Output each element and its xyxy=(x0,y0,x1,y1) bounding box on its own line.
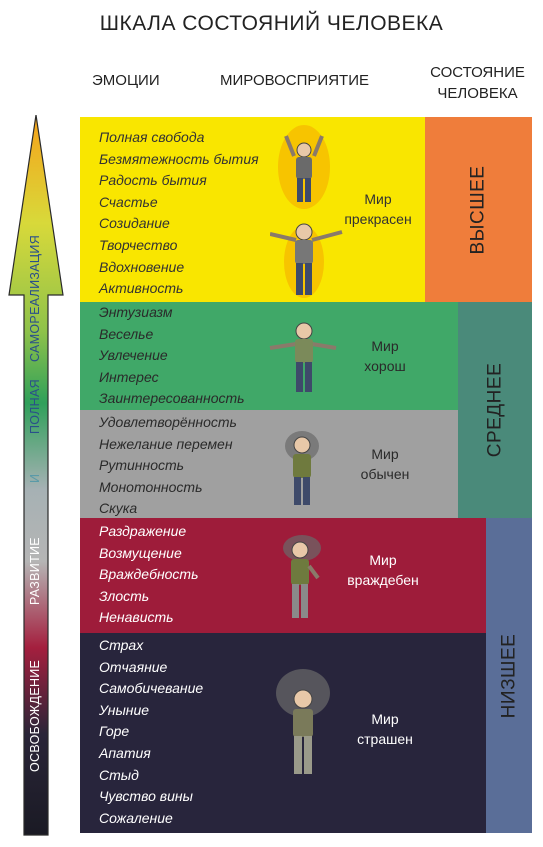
emotion-item: Нежелание перемен xyxy=(99,435,233,452)
emotion-item: Уныние xyxy=(99,701,150,718)
state-middle: СРЕДНЕЕ xyxy=(458,302,532,518)
emotion-item: Полная свобода xyxy=(99,129,205,145)
worldview-line2: прекрасен xyxy=(344,211,412,227)
state-label: ВЫСШЕЕ xyxy=(467,165,489,254)
worldview-line1: Мир xyxy=(371,338,399,354)
emotion-item: Интерес xyxy=(99,368,159,385)
header-state-line1: СОСТОЯНИЕ xyxy=(430,64,525,81)
emotion-item: Страх xyxy=(99,637,144,653)
worldview-line1: Мир xyxy=(364,191,392,207)
page-title: ШКАЛА СОСТОЯНИЙ ЧЕЛОВЕКА xyxy=(99,12,444,35)
state-label: СРЕДНЕЕ xyxy=(484,362,506,458)
emotion-item: Враждебность xyxy=(99,566,199,583)
emotion-item: Отчаяние xyxy=(99,658,168,675)
state-label: НИЗШЕЕ xyxy=(498,633,519,718)
header-emotions: ЭМОЦИИ xyxy=(92,72,160,89)
emotion-item: Монотонность xyxy=(99,478,203,495)
emotion-item: Радость бытия xyxy=(99,172,207,189)
emotion-item: Созидание xyxy=(99,215,170,232)
header-state: СОСТОЯНИЕ ЧЕЛОВЕКА xyxy=(420,62,535,104)
emotion-item: Заинтересованность xyxy=(99,390,245,407)
arrow-label-liberation: ОСВОБОЖДЕНИЕ xyxy=(28,659,42,772)
header-state-line2: ЧЕЛОВЕКА xyxy=(437,85,518,102)
figure-routine-icon xyxy=(285,431,319,505)
arrow-label-and: И xyxy=(28,473,42,483)
state-lowest: НИЗШЕЕ xyxy=(486,518,532,833)
emotion-item: Скука xyxy=(99,500,138,517)
worldview-line2: враждебен xyxy=(347,572,419,588)
worldview-label: Мир хорош xyxy=(345,336,425,376)
emotion-item: Возмущение xyxy=(99,544,182,561)
worldview-label: Мир прекрасен xyxy=(338,189,418,229)
arrow-label-development: РАЗВИТИЕ xyxy=(28,537,42,605)
emotion-item: Стыд xyxy=(99,766,139,783)
emotion-item: Апатия xyxy=(99,744,151,761)
emotion-item: Энтузиазм xyxy=(99,304,173,320)
emotion-item: Горе xyxy=(99,723,130,740)
worldview-line2: хорош xyxy=(364,358,406,374)
figure-content-icon xyxy=(269,322,337,392)
worldview-label: Мир страшен xyxy=(345,709,425,749)
emotion-item: Самобичевание xyxy=(99,680,204,697)
emotion-item: Веселье xyxy=(99,325,154,342)
emotion-item: Злость xyxy=(99,587,150,604)
figure-fearful-icon xyxy=(276,669,330,774)
worldview-label: Мир обычен xyxy=(345,444,425,484)
emotion-item: Раздражение xyxy=(99,523,187,539)
emotion-item: Увлечение xyxy=(99,347,168,364)
figure-joyful-icon xyxy=(270,125,343,298)
emotion-item: Ненависть xyxy=(99,609,174,626)
worldview-line2: обычен xyxy=(360,466,410,482)
emotion-item: Безмятежность бытия xyxy=(99,150,259,167)
development-arrow xyxy=(8,115,64,836)
emotion-item: Счастье xyxy=(99,193,158,210)
worldview-line2: страшен xyxy=(357,731,413,747)
figure-hostile-icon xyxy=(283,535,321,618)
arrow-label-full: ПОЛНАЯ xyxy=(28,379,42,434)
worldview-label: Мир враждебен xyxy=(338,550,428,590)
emotion-item: Чувство вины xyxy=(99,788,193,805)
worldview-line1: Мир xyxy=(369,552,397,568)
emotion-item: Творчество xyxy=(99,236,178,253)
emotion-item: Рутинность xyxy=(99,457,185,474)
emotion-item: Активность xyxy=(99,280,184,297)
worldview-line1: Мир xyxy=(371,711,399,727)
header-worldview: МИРОВОСПРИЯТИЕ xyxy=(220,72,369,89)
emotion-item: Удовлетворённость xyxy=(99,414,237,430)
worldview-line1: Мир xyxy=(371,446,399,462)
emotion-item: Вдохновение xyxy=(99,258,185,275)
state-highest: ВЫСШЕЕ xyxy=(425,117,532,302)
arrow-label-selfrealization: САМОРЕАЛИЗАЦИЯ xyxy=(28,234,42,362)
emotion-item: Сожаление xyxy=(99,809,173,826)
